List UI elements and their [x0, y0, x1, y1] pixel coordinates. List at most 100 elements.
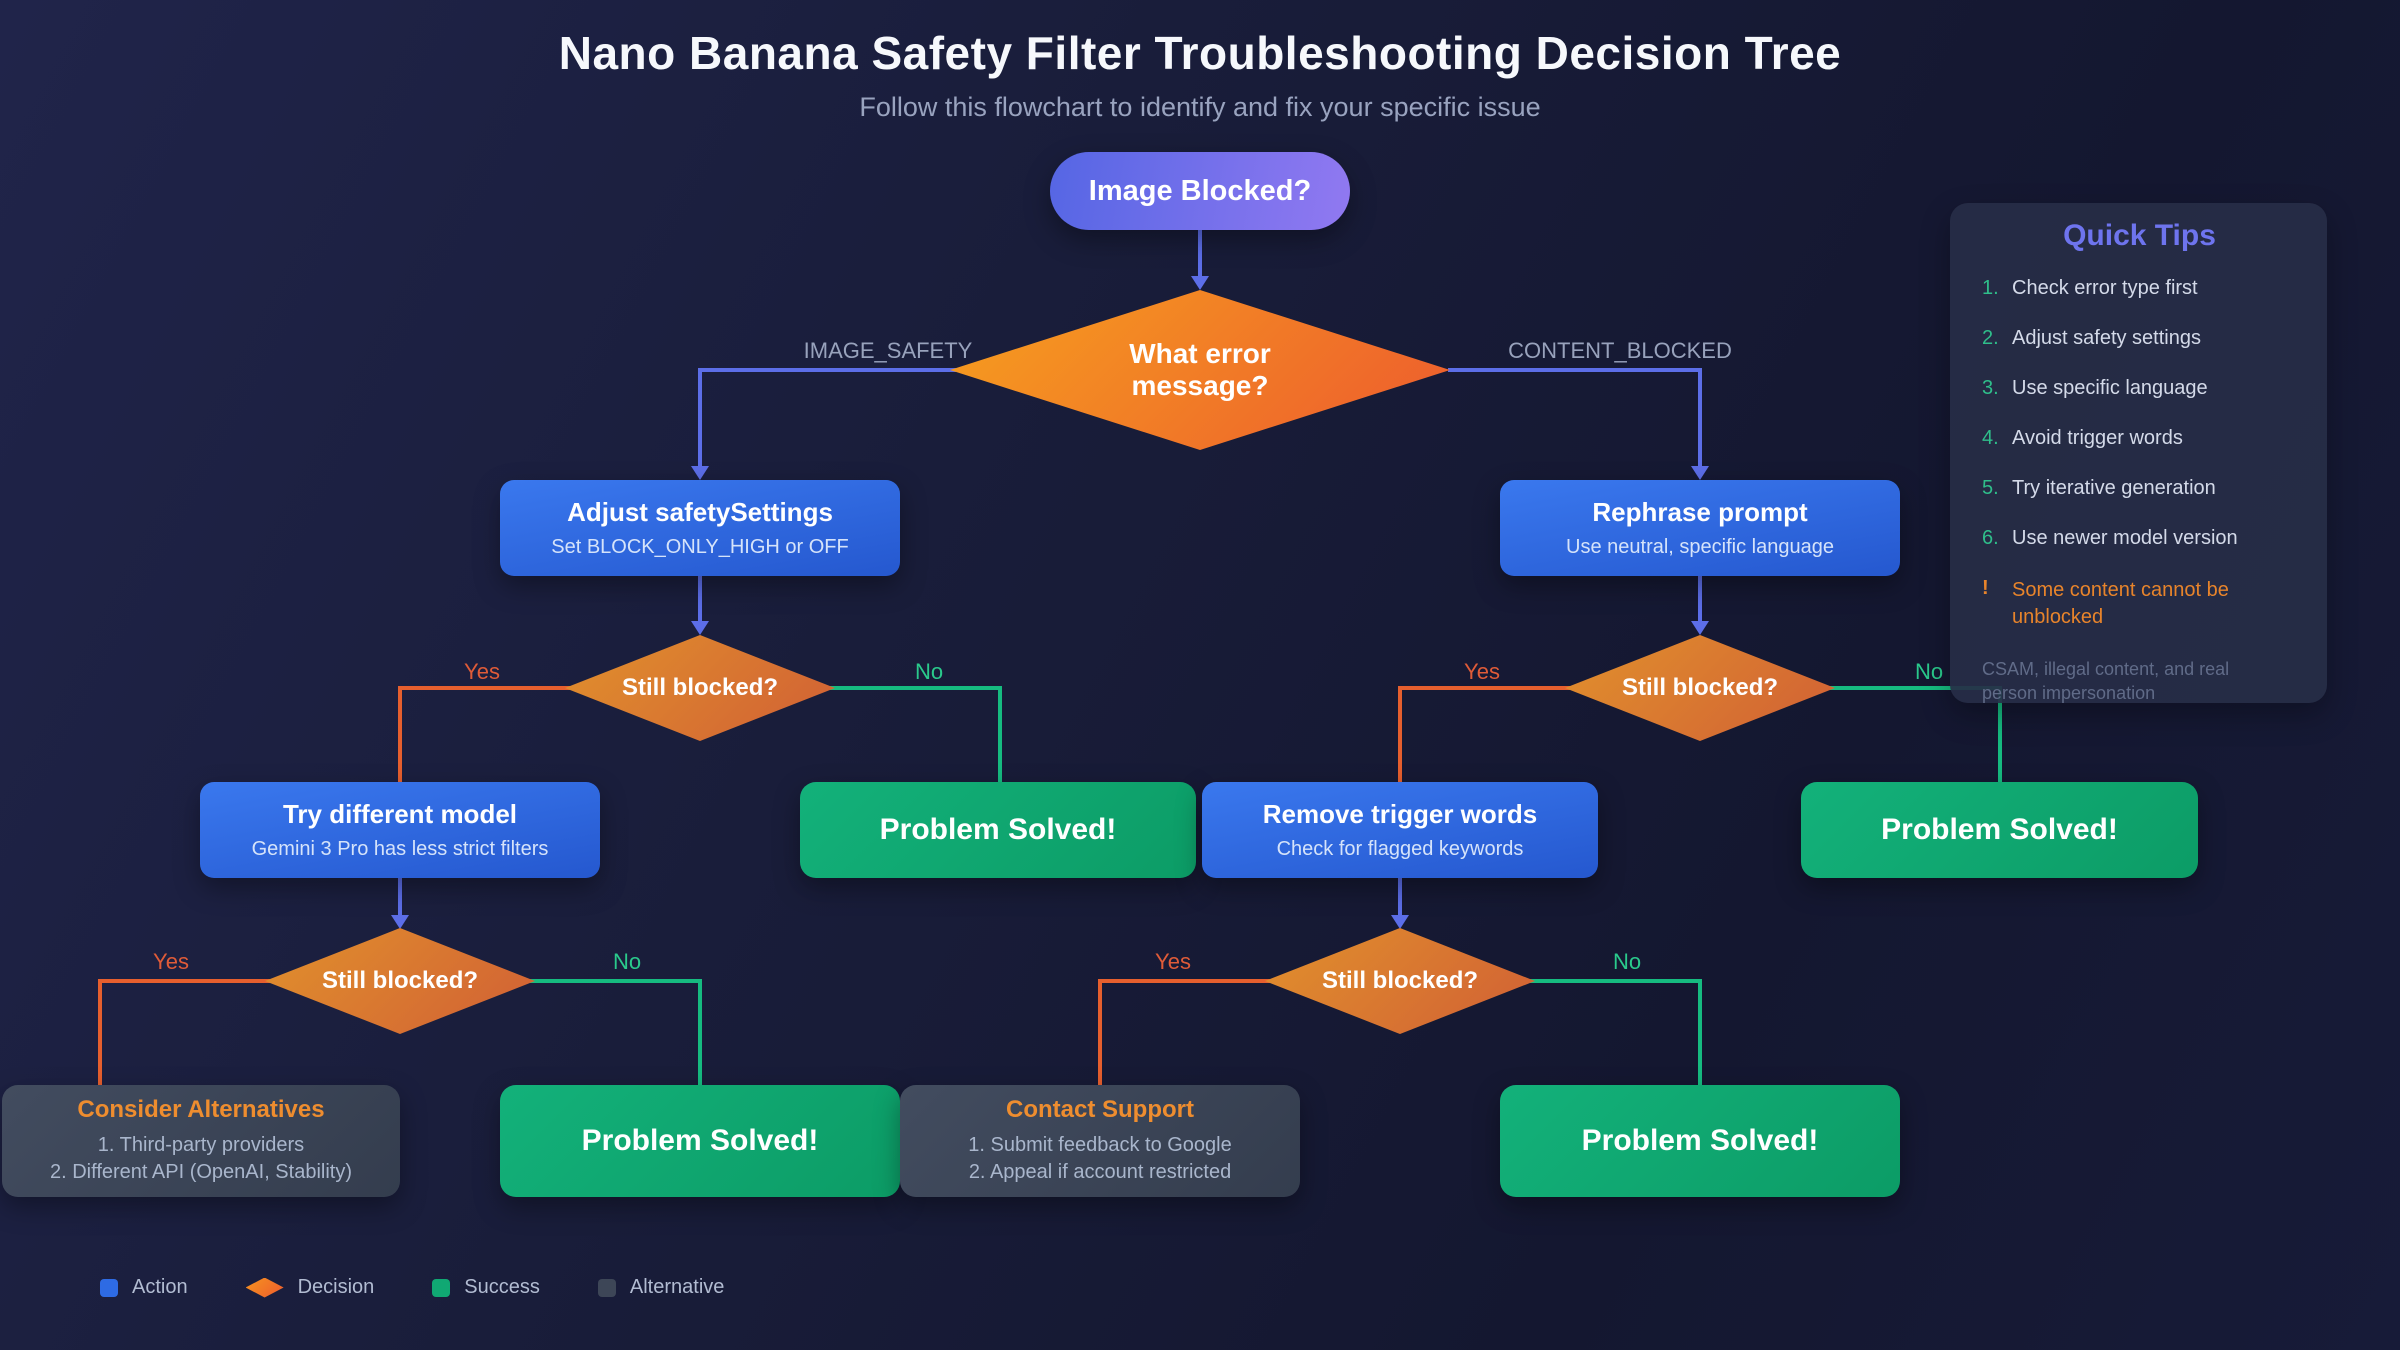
problem-solved-node: Problem Solved! [1801, 782, 2198, 878]
warning-exclamation-icon: ! [1982, 577, 1989, 599]
quick-tip: 4.Avoid trigger words [1982, 427, 2297, 450]
arrowhead-down-icon [1191, 276, 1209, 290]
tip-text: Use newer model version [2012, 527, 2238, 549]
no-line [1698, 979, 1702, 1085]
start-node: Image Blocked? [1050, 152, 1350, 230]
problem-solved-label: Problem Solved! [879, 813, 1117, 846]
start-node-label: Image Blocked? [1088, 174, 1312, 207]
no-line [1998, 686, 2002, 782]
quick-tips-title: Quick Tips [2063, 219, 2216, 252]
rephrase-prompt-title: Rephrase prompt [1592, 497, 1808, 527]
tip-text: Use specific language [2012, 377, 2208, 399]
quick-tip: 1. Check error type first [1982, 277, 2297, 300]
warning-text: Some content cannot be unblocked [2012, 579, 2229, 628]
yes-line [100, 979, 272, 983]
still-blocked-decision-1: Still blocked? [565, 635, 835, 741]
tip-number: 2. [1982, 327, 1999, 349]
yes-line [398, 686, 402, 782]
no-line [1830, 686, 2002, 690]
arrowhead-down-icon [391, 915, 409, 929]
no-line [530, 979, 702, 983]
remove-trigger-words-subtitle: Check for flagged keywords [1276, 838, 1524, 860]
tips-footnote: CSAM, illegal content, and real person i… [1982, 659, 2230, 704]
branch-label-image-safety: IMAGE_SAFETY [803, 338, 973, 363]
quick-tip: 3.Use specific language [1982, 377, 2297, 400]
yes-label: Yes [464, 659, 500, 684]
action-swatch-icon [100, 1278, 118, 1297]
yes-line [98, 979, 102, 1085]
remove-trigger-words-title: Remove trigger words [1262, 799, 1538, 829]
no-label: No [1914, 659, 1944, 684]
error-message-decision-label: What error message? [1129, 337, 1271, 401]
no-line [1530, 979, 1702, 983]
yes-line [1100, 979, 1272, 983]
yes-line [1398, 686, 1402, 782]
still-blocked-decision-4: Still blocked? [1265, 928, 1535, 1034]
alternative-swatch-icon [597, 1278, 616, 1297]
tip-text: Check error type first [2012, 277, 2198, 299]
no-label: No [1612, 949, 1642, 974]
try-different-model-title: Try different model [282, 799, 518, 829]
no-line [998, 686, 1002, 782]
arrowhead-down-icon [691, 466, 709, 480]
arrowhead-down-icon [1691, 621, 1709, 635]
tip-number: 1. [1982, 277, 1999, 299]
problem-solved-label: Problem Solved! [581, 1124, 819, 1157]
consider-alternatives-title: Consider Alternatives [77, 1096, 325, 1123]
rephrase-prompt-subtitle: Use neutral, specific language [1566, 536, 1834, 558]
legend-label: Decision [297, 1276, 375, 1298]
legend-label: Success [464, 1276, 540, 1298]
yes-label: Yes [1464, 659, 1500, 684]
still-blocked-decision-2: Still blocked? [1565, 635, 1835, 741]
still-blocked-decision-3: Still blocked? [265, 928, 535, 1034]
legend-label: Alternative [629, 1276, 725, 1298]
connector-rephrase-to-diamond [1698, 576, 1702, 624]
contact-support-item: 1. Submit feedback to Google [968, 1134, 1232, 1156]
problem-solved-label: Problem Solved! [1581, 1124, 1819, 1157]
tip-number: 6. [1982, 527, 1999, 549]
quick-tips-list: 1. Check error type first 2.Adjust safety… [1982, 277, 2297, 550]
legend-item-success: Success [432, 1276, 540, 1299]
try-different-model-subtitle: Gemini 3 Pro has less strict filters [251, 838, 549, 860]
contact-support-item: 2. Appeal if account restricted [968, 1161, 1232, 1183]
try-different-model-node: Try different model Gemini 3 Pro has les… [200, 782, 600, 878]
quick-tip: 6. Use newer model version [1982, 527, 2297, 550]
arrowhead-down-icon [1691, 466, 1709, 480]
problem-solved-node: Problem Solved! [500, 1085, 900, 1197]
page-title: Nano Banana Safety Filter Troubleshootin… [558, 27, 1842, 79]
legend-item-alternative: Alternative [597, 1276, 725, 1299]
arrowhead-down-icon [1391, 915, 1409, 929]
legend-label: Action [132, 1276, 188, 1298]
connector-branch-right-h [1448, 368, 1702, 372]
rephrase-prompt-node: Rephrase prompt Use neutral, specific la… [1500, 480, 1900, 576]
connector-start-to-decision [1198, 230, 1202, 278]
still-blocked-label: Still blocked? [321, 967, 479, 994]
tip-number: 5. [1982, 477, 1999, 499]
no-line [698, 979, 702, 1085]
page-subtitle: Follow this flowchart to identify and fi… [859, 92, 1541, 122]
yes-line [1400, 686, 1572, 690]
no-label: No [612, 949, 642, 974]
adjust-safety-settings-subtitle: Set BLOCK_ONLY_HIGH or OFF [551, 536, 849, 558]
connector-adjust-to-diamond [698, 576, 702, 624]
connector-branch-right-v [1698, 368, 1702, 468]
problem-solved-label: Problem Solved! [1881, 813, 2118, 846]
consider-alternatives-item: 2. Different API (OpenAI, Stability) [50, 1161, 352, 1183]
quick-tips-panel: Quick Tips 1. Check error type first 2.Ad… [1950, 203, 2327, 703]
tip-number: 4. [1982, 427, 1999, 449]
contact-support-title: Contact Support [1006, 1096, 1194, 1123]
adjust-safety-settings-node: Adjust safetySettings Set BLOCK_ONLY_HIG… [500, 480, 900, 576]
still-blocked-label: Still blocked? [621, 674, 779, 701]
quick-tip: 2.Adjust safety settings [1982, 327, 2297, 350]
yes-label: Yes [1155, 949, 1191, 974]
legend-item-action: Action [100, 1276, 188, 1299]
arrowhead-down-icon [691, 621, 709, 635]
consider-alternatives-node: Consider Alternatives 1. Third-party pro… [2, 1085, 400, 1197]
tip-text: Try iterative generation [2012, 477, 2216, 499]
adjust-safety-settings-title: Adjust safetySettings [567, 497, 833, 527]
success-swatch-icon [432, 1278, 451, 1297]
problem-solved-node: Problem Solved! [1500, 1085, 1900, 1197]
yes-line [1098, 979, 1102, 1085]
connector-trymodel-to-diamond [398, 878, 402, 920]
tips-warning: ! Some content cannot be unblocked [1982, 577, 2297, 631]
